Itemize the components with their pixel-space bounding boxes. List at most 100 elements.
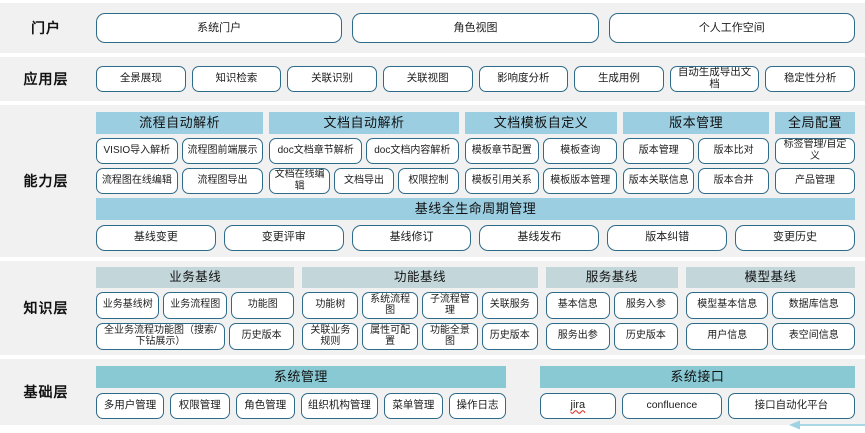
capability-group-item-e78988e69cace7ae: 版本管理版本管理版本比对版本关联信息版本合并 <box>623 111 769 194</box>
knowledge-button-item-e58e86e58fb2e789[interactable]: 历史版本 <box>613 322 678 350</box>
foundation-button-item-e5a49ae794a8e688[interactable]: 多用户管理 <box>96 392 165 419</box>
baseline-button-item-e58f98e69bb4e58e[interactable]: 变更历史 <box>735 224 855 251</box>
application-button-item-e585b3e88194e8a7[interactable]: 关联视图 <box>382 66 473 92</box>
knowledge-group-header: 功能基线 <box>302 266 538 288</box>
capability-button-item-e78988e69cace585[interactable]: 版本关联信息 <box>623 167 695 194</box>
foundation-button-item-e8a792e889b2e7ae[interactable]: 角色管理 <box>235 392 296 419</box>
knowledge-button-item-e5b19ee680a7e58f[interactable]: 属性可配置 <box>362 322 419 350</box>
knowledge-group-item-e58a9fe883bde59f: 功能基线功能树系统流程图子流程管理关联服务关联业务规则属性可配置功能全景图历史版… <box>302 266 538 350</box>
knowledge-button-item-e4b89ae58aa1e59f[interactable]: 业务基线树 <box>96 291 160 319</box>
application-button-item-e79fa5e8af86e6a3[interactable]: 知识检索 <box>191 66 282 92</box>
capability-button-item-e6b581e7a88be59b[interactable]: 流程图在线编辑 <box>96 167 178 194</box>
application-button-item-e585a8e699afe5b1[interactable]: 全景展现 <box>96 66 186 92</box>
application-button-item-e585b3e88194e8af[interactable]: 关联识别 <box>287 66 377 92</box>
application-button-item-e887aae58aa8e794[interactable]: 自动生成导出文档 <box>669 66 760 92</box>
foundation-button-item-confluence[interactable]: confluence <box>621 392 722 419</box>
layer-body-application: 全景展现知识检索关联识别关联视图影响度分析生成用例自动生成导出文档稳定性分析 <box>96 66 855 92</box>
capability-group-header: 版本管理 <box>623 111 769 134</box>
capability-button-item-e6a8a1e69dbfe7ab[interactable]: 模板章节配置 <box>464 137 539 164</box>
application-button-item-e5bdb1e5938de5ba[interactable]: 影响度分析 <box>478 66 569 92</box>
capability-button-row: VISIO导入解析流程图前端展示 <box>96 137 264 164</box>
knowledge-group-item-e4b89ae58aa1e59f: 业务基线业务基线树业务流程图功能图全业务流程功能图（搜索/下钻展示）历史版本 <box>96 266 295 350</box>
baseline-button-item-e59fbae7babfe4bf[interactable]: 基线修订 <box>351 224 472 251</box>
knowledge-button-item-e58e86e58fb2e789[interactable]: 历史版本 <box>228 322 295 350</box>
capability-button-item-e6a087e7adbee7ae[interactable]: 标签管理/自定义 <box>774 137 855 164</box>
capability-button-row: 版本关联信息版本合并 <box>623 167 769 194</box>
capability-button-item-e78988e69cace7ae[interactable]: 版本管理 <box>623 137 695 164</box>
capability-button-item-e6b581e7a88be59b[interactable]: 流程图导出 <box>181 167 264 194</box>
knowledge-group-item-e69c8de58aa1e59f: 服务基线基本信息服务入参服务出参历史版本 <box>545 266 678 350</box>
capability-button-row: 标签管理/自定义 <box>774 137 855 164</box>
layer-label-knowledge: 知识层 <box>23 300 69 316</box>
portal-button-strip: 系统门户角色视图个人工作空间 <box>96 13 855 43</box>
capability-group-header: 文档自动解析 <box>269 111 459 134</box>
capability-button-row: 模板引用关系模板版本管理 <box>464 167 618 194</box>
layer-label-foundation: 基础层 <box>23 384 69 400</box>
capability-button-item-e78988e69cace6af[interactable]: 版本比对 <box>698 137 769 164</box>
capability-group-item-e69687e6a1a3e6a8: 文档模板自定义模板章节配置模板查询模板引用关系模板版本管理 <box>464 111 618 194</box>
knowledge-button-item-e6a8a1e59e8be59f[interactable]: 模型基本信息 <box>685 291 769 319</box>
knowledge-button-item-e5ad90e6b581e7a8[interactable]: 子流程管理 <box>422 291 478 319</box>
knowledge-button-item-e69c8de58aa1e587[interactable]: 服务出参 <box>545 322 610 350</box>
capability-button-row: 流程图在线编辑流程图导出 <box>96 167 264 194</box>
knowledge-group-container: 业务基线业务基线树业务流程图功能图全业务流程功能图（搜索/下钻展示）历史版本功能… <box>96 266 856 350</box>
knowledge-button-item-e69c8de58aa1e585[interactable]: 服务入参 <box>613 291 678 319</box>
capability-group-header: 文档模板自定义 <box>464 111 618 134</box>
capability-button-row: 文档在线编辑文档导出权限控制 <box>269 167 459 194</box>
baseline-button-item-e59fbae7babfe58f[interactable]: 基线发布 <box>479 224 600 251</box>
layer-body-knowledge: 业务基线业务基线树业务流程图功能图全业务流程功能图（搜索/下钻展示）历史版本功能… <box>96 266 856 350</box>
foundation-button-item-e69d83e99990e7ae[interactable]: 权限管理 <box>170 392 230 419</box>
baseline-button-item-e59fbae7babfe58f[interactable]: 基线变更 <box>96 224 216 251</box>
knowledge-button-row: 模型基本信息数据库信息 <box>685 291 856 319</box>
capability-button-item-e6a8a1e69dbfe789[interactable]: 模板版本管理 <box>543 167 618 194</box>
capability-button-item-e69d83e99990e68e[interactable]: 权限控制 <box>398 167 459 194</box>
foundation-button-item-jira[interactable]: jira <box>539 392 616 419</box>
capability-group-header: 全局配置 <box>774 111 855 134</box>
knowledge-button-item-e585a8e4b89ae58a[interactable]: 全业务流程功能图（搜索/下钻展示） <box>96 322 225 350</box>
foundation-button-item-e68ea5e58fa3e887[interactable]: 接口自动化平台 <box>727 392 855 419</box>
knowledge-button-item-e794a8e688b7e4bf[interactable]: 用户信息 <box>685 322 769 350</box>
capability-button-item-e69687e6a1a3e59c[interactable]: 文档在线编辑 <box>269 167 330 194</box>
capability-button-item-e78988e69cace590[interactable]: 版本合并 <box>698 167 769 194</box>
knowledge-button-item-e58e86e58fb2e789[interactable]: 历史版本 <box>481 322 538 350</box>
foundation-button-item-e6938de4bd9ce697[interactable]: 操作日志 <box>449 392 506 419</box>
knowledge-button-item-e58a9fe883bde585[interactable]: 功能全景图 <box>422 322 478 350</box>
foundation-button-item-e7bb84e7bb87e69c[interactable]: 组织机构管理 <box>301 392 378 419</box>
capability-button-item-e69687e6a1a3e5af[interactable]: 文档导出 <box>333 167 395 194</box>
baseline-lifecycle-header: 基线全生命周期管理 <box>96 197 855 220</box>
knowledge-button-row: 基本信息服务入参 <box>545 291 678 319</box>
baseline-button-item-e58f98e69bb4e8af[interactable]: 变更评审 <box>223 224 344 251</box>
knowledge-button-item-e4b89ae58aa1e6b5[interactable]: 业务流程图 <box>163 291 227 319</box>
capability-button-item-e6a8a1e69dbfe5bc[interactable]: 模板引用关系 <box>464 167 539 194</box>
knowledge-button-item-e7b3bbe7bb9fe6b5[interactable]: 系统流程图 <box>362 291 419 319</box>
baseline-button-item-e78988e69cace7ba[interactable]: 版本纠错 <box>607 224 728 251</box>
knowledge-button-item-e58a9fe883bde59b[interactable]: 功能图 <box>230 291 295 319</box>
capability-button-item-doce69687e6a1a3e[interactable]: doc文档章节解析 <box>269 137 362 164</box>
portal-button-item-e7b3bbe7bb9fe997[interactable]: 系统门户 <box>96 13 343 43</box>
portal-button-item-e4b8aae4babae5b7[interactable]: 个人工作空间 <box>608 13 855 43</box>
capability-button-item-doce69687e6a1a3e[interactable]: doc文档内容解析 <box>365 137 459 164</box>
application-button-item-e7949fe68890e794[interactable]: 生成用例 <box>574 66 664 92</box>
portal-button-item-e8a792e889b2e8a7[interactable]: 角色视图 <box>352 13 599 43</box>
capability-button-row: 版本管理版本比对 <box>623 137 769 164</box>
knowledge-button-item-e585b3e88194e4b8[interactable]: 关联业务规则 <box>302 322 359 350</box>
baseline-lifecycle-block: 基线全生命周期管理 基线变更变更评审基线修订基线发布版本纠错变更历史 <box>96 197 855 251</box>
capability-button-item-e6b581e7a88be59b[interactable]: 流程图前端展示 <box>181 137 264 164</box>
knowledge-button-item-e8a1a8e7a9bae997[interactable]: 表空间信息 <box>772 322 856 350</box>
knowledge-button-item-e58a9fe883bde6a0[interactable]: 功能树 <box>302 291 359 319</box>
capability-button-item-visioe5afbce585a[interactable]: VISIO导入解析 <box>96 137 178 164</box>
application-button-item-e7a8b3e5ae9ae680[interactable]: 稳定性分析 <box>765 66 855 92</box>
capability-button-item-e4baa7e59381e7ae[interactable]: 产品管理 <box>774 167 855 194</box>
knowledge-button-item-e695b0e68daee5ba[interactable]: 数据库信息 <box>772 291 856 319</box>
foundation-button-item-e88f9ce58d95e7ae[interactable]: 菜单管理 <box>383 392 444 419</box>
knowledge-button-item-e585b3e88194e69c[interactable]: 关联服务 <box>481 291 538 319</box>
knowledge-button-item-e59fbae69cace4bf[interactable]: 基本信息 <box>545 291 610 319</box>
capability-button-item-e6a8a1e69dbfe69f[interactable]: 模板查询 <box>543 137 618 164</box>
